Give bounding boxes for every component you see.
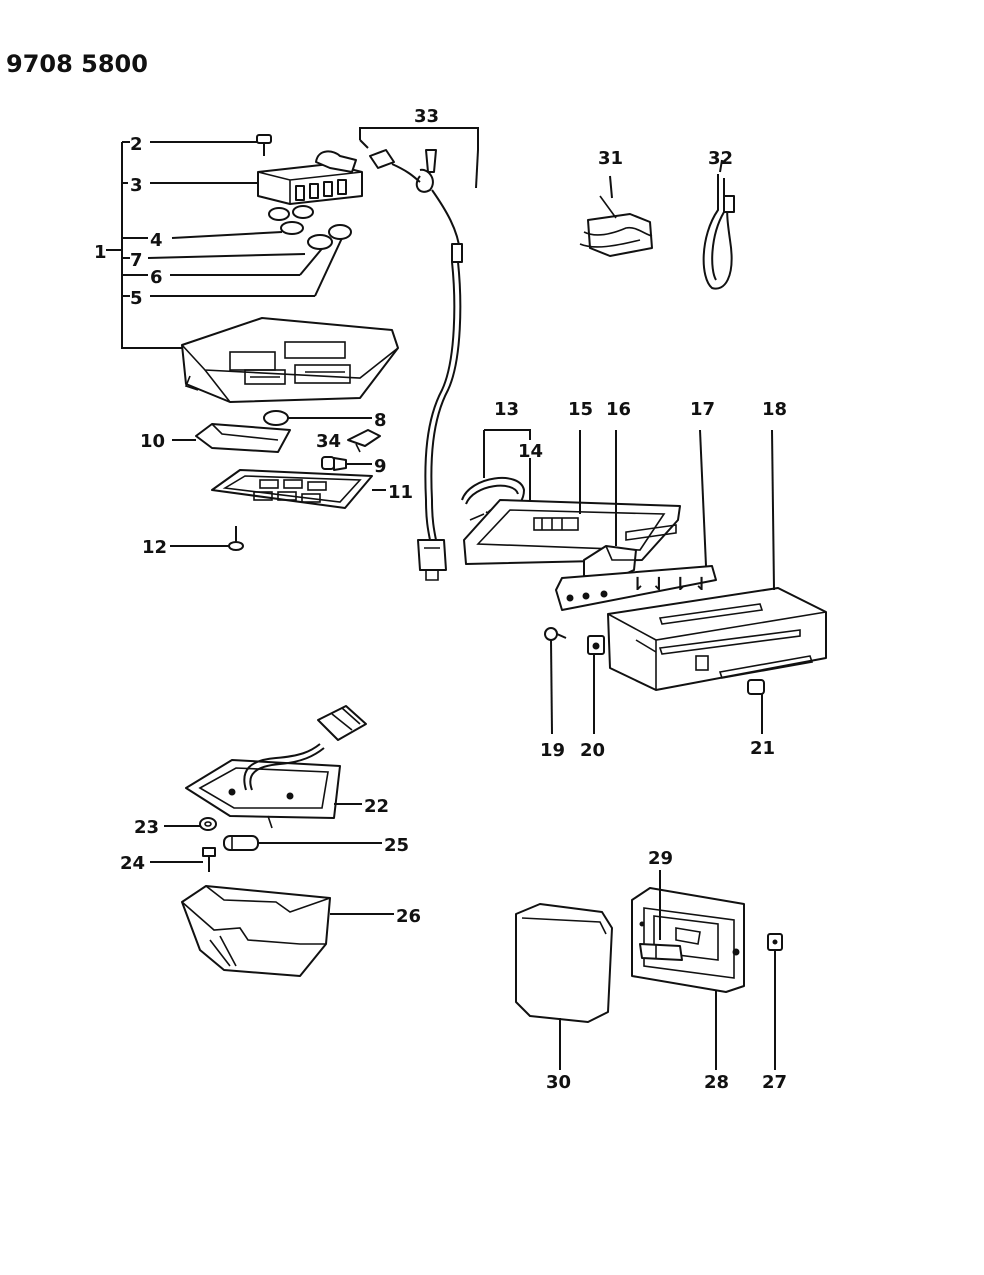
callout-7: 7 (130, 250, 143, 271)
callout-21: 21 (750, 738, 775, 759)
callout-10: 10 (140, 431, 165, 452)
lens-part-11 (211, 469, 386, 509)
clip-part-31 (579, 175, 653, 257)
callout-14: 14 (518, 441, 543, 462)
callout-25: 25 (384, 835, 409, 856)
callout-9: 9 (374, 456, 387, 477)
housing-part-28-29 (631, 870, 745, 1070)
callout-22: 22 (364, 796, 389, 817)
callout-28: 28 (704, 1072, 729, 1093)
small-parts-23-24-25 (150, 817, 382, 872)
callout-1: 1 (94, 242, 107, 263)
callout-27: 27 (762, 1072, 787, 1093)
callout-8: 8 (374, 410, 387, 431)
bezel-part-15 (463, 430, 681, 565)
callout-23: 23 (134, 817, 159, 838)
clip-part-34 (347, 429, 381, 453)
callout-31: 31 (598, 148, 623, 169)
svg-text:⇂ ⇃ ⇂ ⇃: ⇂ ⇃ ⇂ ⇃ (630, 574, 709, 595)
callout-18: 18 (762, 399, 787, 420)
callout-3: 3 (130, 175, 143, 196)
callout-30: 30 (546, 1072, 571, 1093)
small-parts-19-20-21 (544, 627, 765, 735)
callout-33: 33 (414, 106, 439, 127)
callout-26: 26 (396, 906, 421, 927)
callout-16: 16 (606, 399, 631, 420)
callout-2: 2 (130, 134, 143, 155)
lamp-base-part-22 (185, 705, 367, 829)
switch-part-16 (583, 430, 637, 581)
callout-24: 24 (120, 853, 145, 874)
switch-block-part-3 (257, 150, 363, 205)
callout-32: 32 (708, 148, 733, 169)
callout-19: 19 (540, 740, 565, 761)
callout-20: 20 (580, 740, 605, 761)
reflector-part-10 (172, 423, 291, 453)
overhead-console-housing (181, 317, 399, 403)
callout-12: 12 (142, 537, 167, 558)
bulb-part-9 (321, 456, 372, 471)
callout-13: 13 (494, 399, 519, 420)
callout-34: 34 (316, 431, 341, 452)
callout-17: 17 (690, 399, 715, 420)
bulb-part-8 (263, 410, 372, 426)
callout-15: 15 (568, 399, 593, 420)
switch-caps-parts-4-7 (268, 205, 352, 250)
diagram-code: 9708 5800 (6, 50, 148, 78)
callout-4: 4 (150, 230, 163, 251)
lens-part-30 (515, 903, 613, 1070)
strap-part-32 (702, 159, 735, 290)
callout-labels: 1 2 3 4 5 6 7 8 9 10 11 12 13 14 15 16 1… (94, 106, 787, 1093)
indicator-plate-part-17: ⇂ ⇃ ⇂ ⇃ (555, 429, 717, 611)
clip-part-27 (767, 933, 783, 1070)
screw-part-12 (170, 526, 244, 551)
leader-lines-group-1 (106, 141, 343, 349)
callout-29: 29 (648, 848, 673, 869)
callout-11: 11 (388, 482, 413, 503)
lamp-lens-part-26 (181, 885, 394, 977)
wiring-harness-part-33 (359, 127, 479, 581)
screw-part-2 (256, 134, 272, 156)
main-panel-part-18 (607, 429, 827, 691)
callout-5: 5 (130, 288, 143, 309)
callout-6: 6 (150, 267, 163, 288)
